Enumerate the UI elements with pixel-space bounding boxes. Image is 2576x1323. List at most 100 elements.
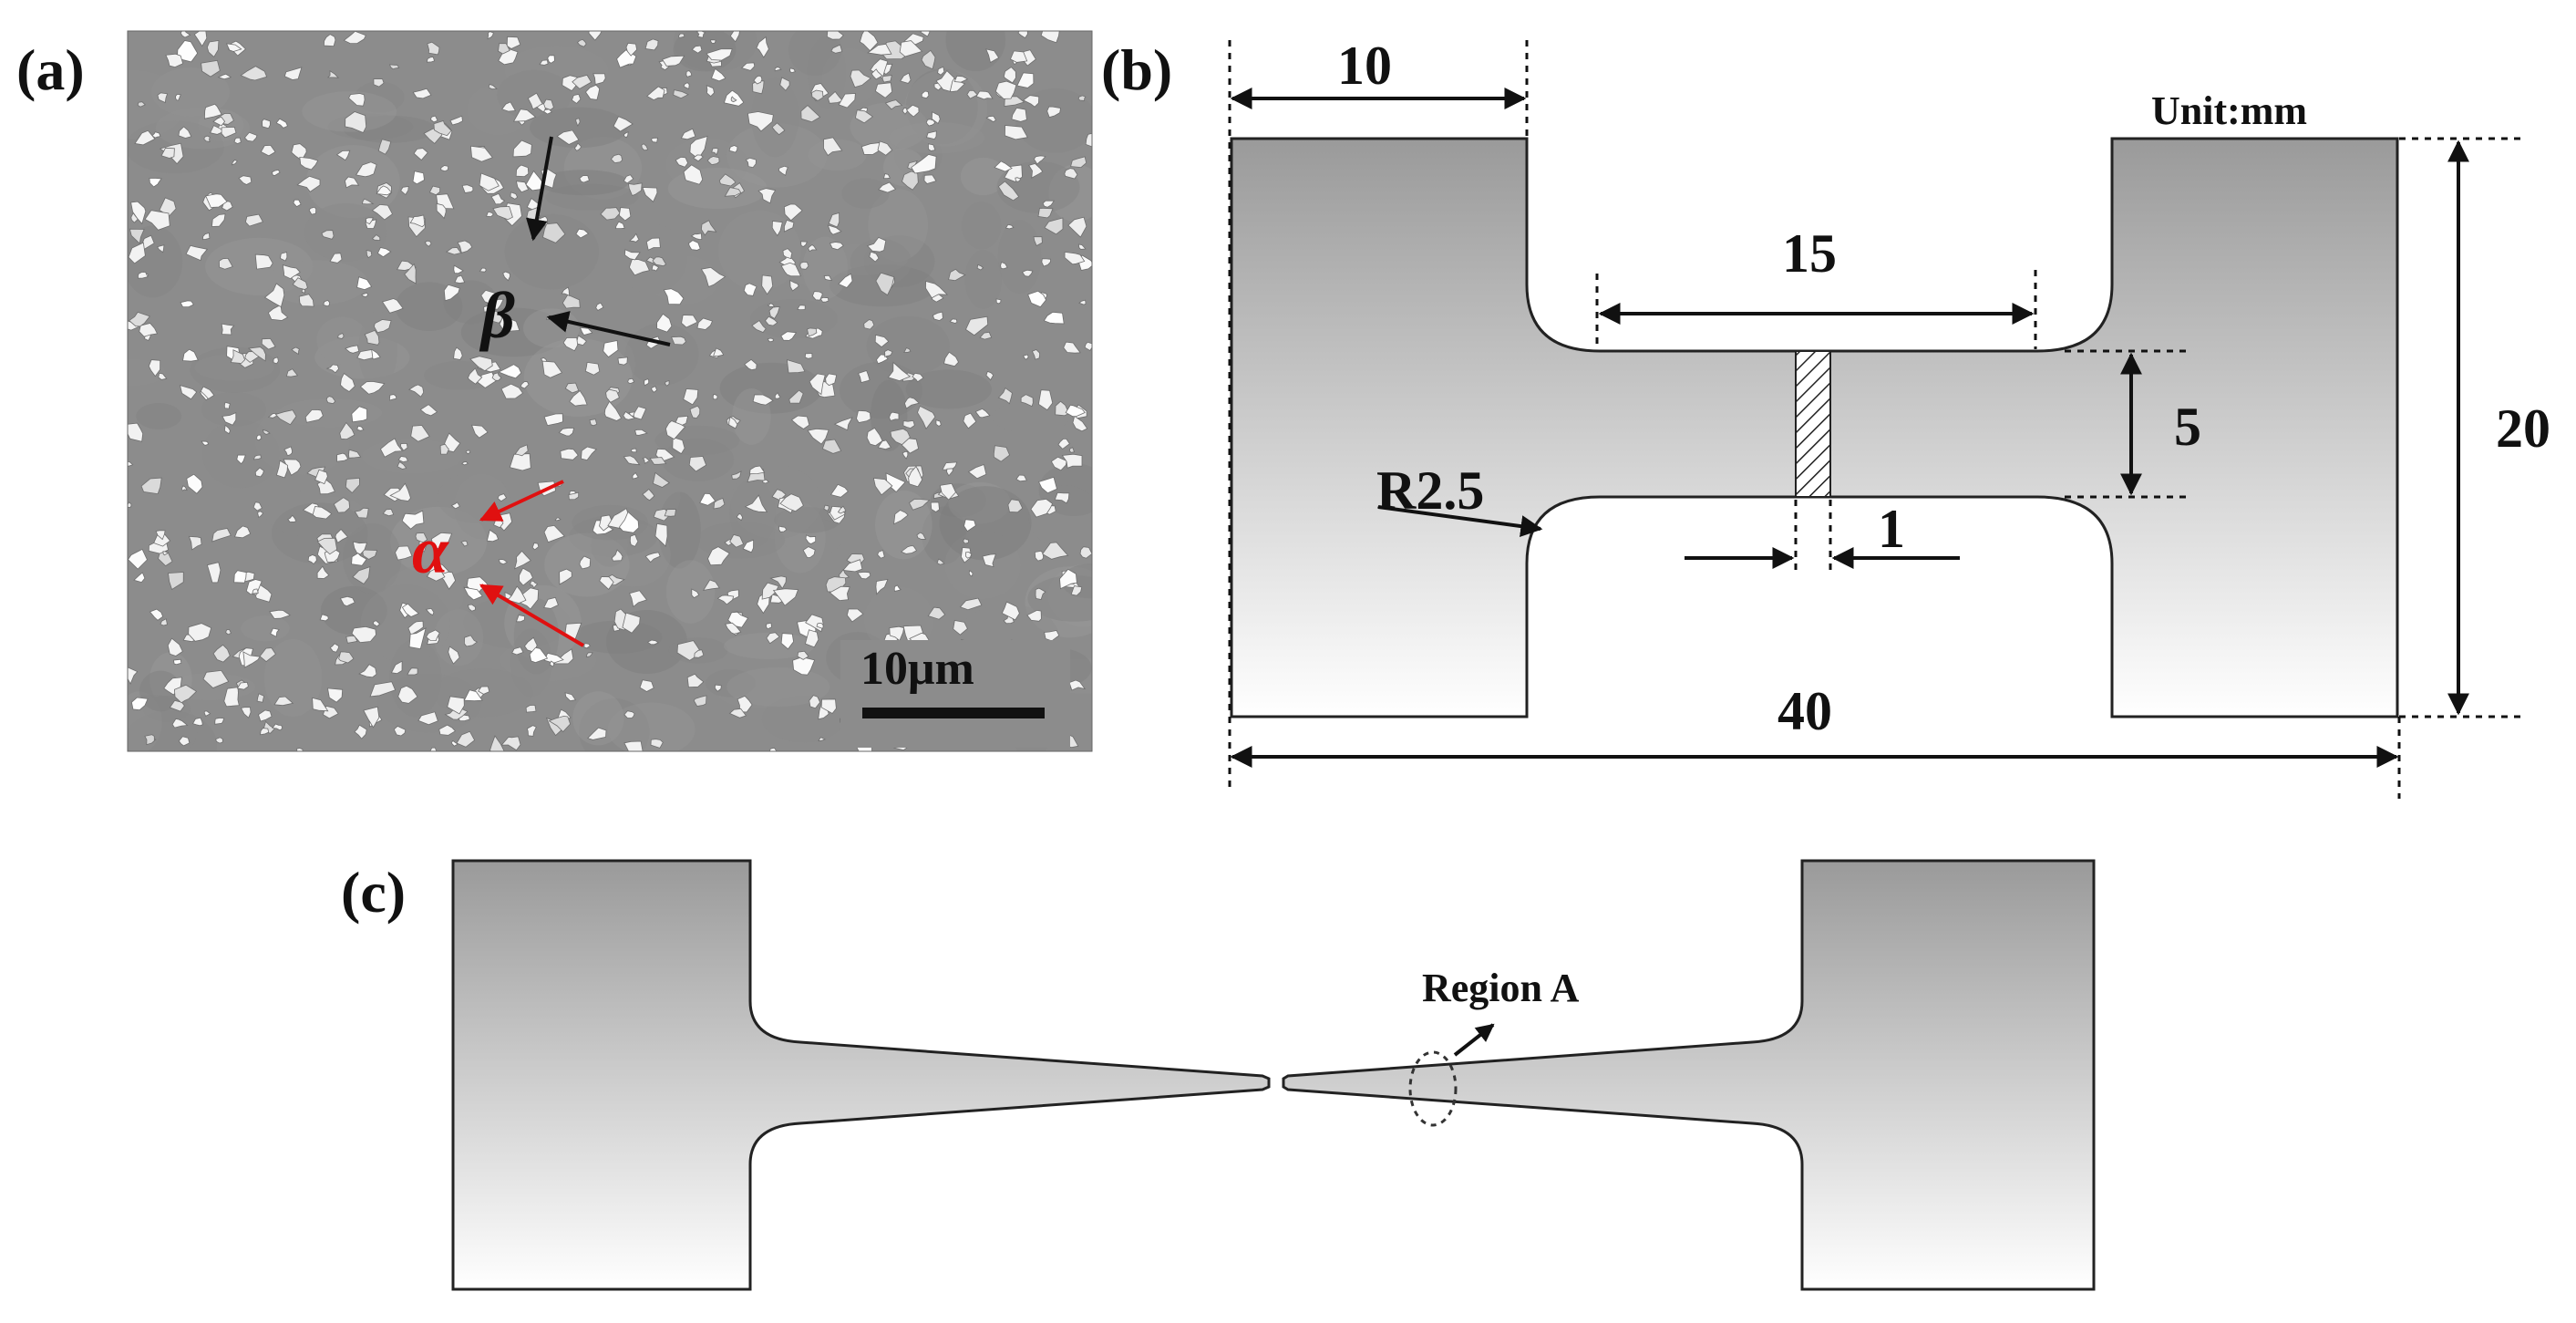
alpha-grain	[927, 606, 946, 620]
alpha-grain	[410, 425, 430, 442]
alpha-grain	[489, 310, 504, 324]
alpha-grain	[963, 538, 969, 544]
alpha-grain	[440, 165, 449, 172]
alpha-grain	[1054, 491, 1070, 504]
alpha-grain	[364, 329, 380, 346]
dim-slice: 1	[1878, 499, 1905, 559]
alpha-grain	[218, 257, 233, 270]
alpha-grain	[874, 82, 893, 98]
unit-label: Unit:mm	[2151, 88, 2307, 133]
alpha-grain	[656, 313, 673, 333]
alpha-grain	[252, 501, 263, 512]
alpha-grain	[882, 173, 891, 180]
alpha-grain	[469, 356, 493, 372]
matrix-mottle	[358, 311, 397, 389]
alpha-grain	[700, 266, 726, 288]
matrix-mottle	[997, 220, 1042, 295]
alpha-grain	[829, 483, 849, 498]
alpha-grain	[236, 454, 246, 465]
alpha-grain	[443, 284, 460, 302]
matrix-mottle	[389, 638, 442, 718]
alpha-grain	[263, 283, 285, 308]
matrix-mottle	[730, 464, 821, 540]
alpha-grain	[236, 681, 249, 690]
alpha-grain	[151, 131, 161, 139]
alpha-grain	[502, 271, 511, 282]
alpha-grain	[479, 267, 487, 273]
alpha-grain	[846, 608, 864, 623]
alpha-grain	[811, 291, 823, 301]
alpha-grain	[994, 80, 1017, 99]
alpha-grain	[985, 48, 1000, 64]
matrix-mottle	[788, 31, 841, 76]
alpha-grain	[549, 660, 555, 667]
alpha-grain	[274, 409, 297, 426]
alpha-grain	[953, 620, 968, 636]
alpha-grain	[949, 318, 958, 324]
alpha-grain	[548, 715, 572, 733]
alpha-grain	[344, 345, 360, 354]
alpha-grain	[854, 109, 874, 124]
alpha-grain	[959, 597, 983, 611]
alpha-grain	[201, 59, 221, 78]
alpha-grain	[902, 450, 909, 460]
alpha-grain	[623, 249, 641, 261]
alpha-grain	[766, 632, 780, 645]
alpha-grain	[500, 383, 524, 399]
matrix-mottle	[201, 392, 266, 427]
alpha-grain	[877, 549, 885, 559]
alpha-grain	[447, 696, 465, 715]
alpha-grain	[233, 137, 242, 145]
matrix-mottle	[460, 307, 567, 357]
alpha-grain	[560, 448, 579, 460]
alpha-grain	[269, 609, 292, 619]
alpha-grain	[599, 514, 613, 532]
alpha-grain	[395, 545, 413, 561]
alpha-grain	[618, 207, 632, 222]
alpha-grain	[424, 240, 432, 247]
alpha-grain	[595, 302, 604, 312]
alpha-grain	[401, 603, 420, 617]
alpha-grain	[974, 408, 991, 419]
alpha-grain	[842, 559, 863, 573]
matrix-mottle	[302, 91, 397, 132]
alpha-grain	[1038, 476, 1057, 494]
matrix-mottle	[304, 202, 387, 262]
alpha-grain	[1004, 125, 1028, 140]
alpha-grain	[925, 280, 949, 299]
alpha-grain	[351, 406, 368, 423]
alpha-grain	[463, 635, 479, 647]
alpha-grain	[369, 681, 397, 698]
dim-grip-width: 10	[1337, 36, 1392, 96]
alpha-grain	[185, 244, 209, 262]
alpha-grain	[426, 57, 436, 63]
alpha-grain	[779, 77, 790, 91]
alpha-grain	[731, 470, 742, 480]
alpha-grain	[448, 646, 460, 665]
alpha-grain	[568, 491, 580, 501]
alpha-grain	[242, 651, 261, 668]
alpha-grain	[963, 412, 977, 429]
alpha-grain	[404, 263, 417, 284]
alpha-grain	[165, 53, 184, 68]
alpha-grain	[137, 272, 149, 279]
matrix-mottle	[817, 243, 908, 275]
alpha-grain	[1046, 106, 1061, 119]
alpha-grain	[157, 244, 165, 253]
alpha-grain	[381, 298, 404, 314]
alpha-grain	[730, 96, 737, 103]
alpha-grain	[316, 565, 330, 579]
matrix-mottle	[463, 596, 571, 649]
alpha-grain	[1003, 67, 1016, 84]
alpha-grain	[179, 385, 198, 400]
alpha-grain	[329, 253, 343, 264]
matrix-mottle	[355, 81, 405, 113]
alpha-grain	[615, 221, 625, 230]
alpha-grain	[850, 69, 871, 88]
alpha-grain	[379, 438, 404, 458]
alpha-grain	[488, 83, 498, 90]
alpha-grain	[573, 142, 582, 151]
alpha-grain	[233, 525, 252, 539]
alpha-grain	[689, 405, 701, 419]
matrix-mottle	[194, 354, 274, 381]
